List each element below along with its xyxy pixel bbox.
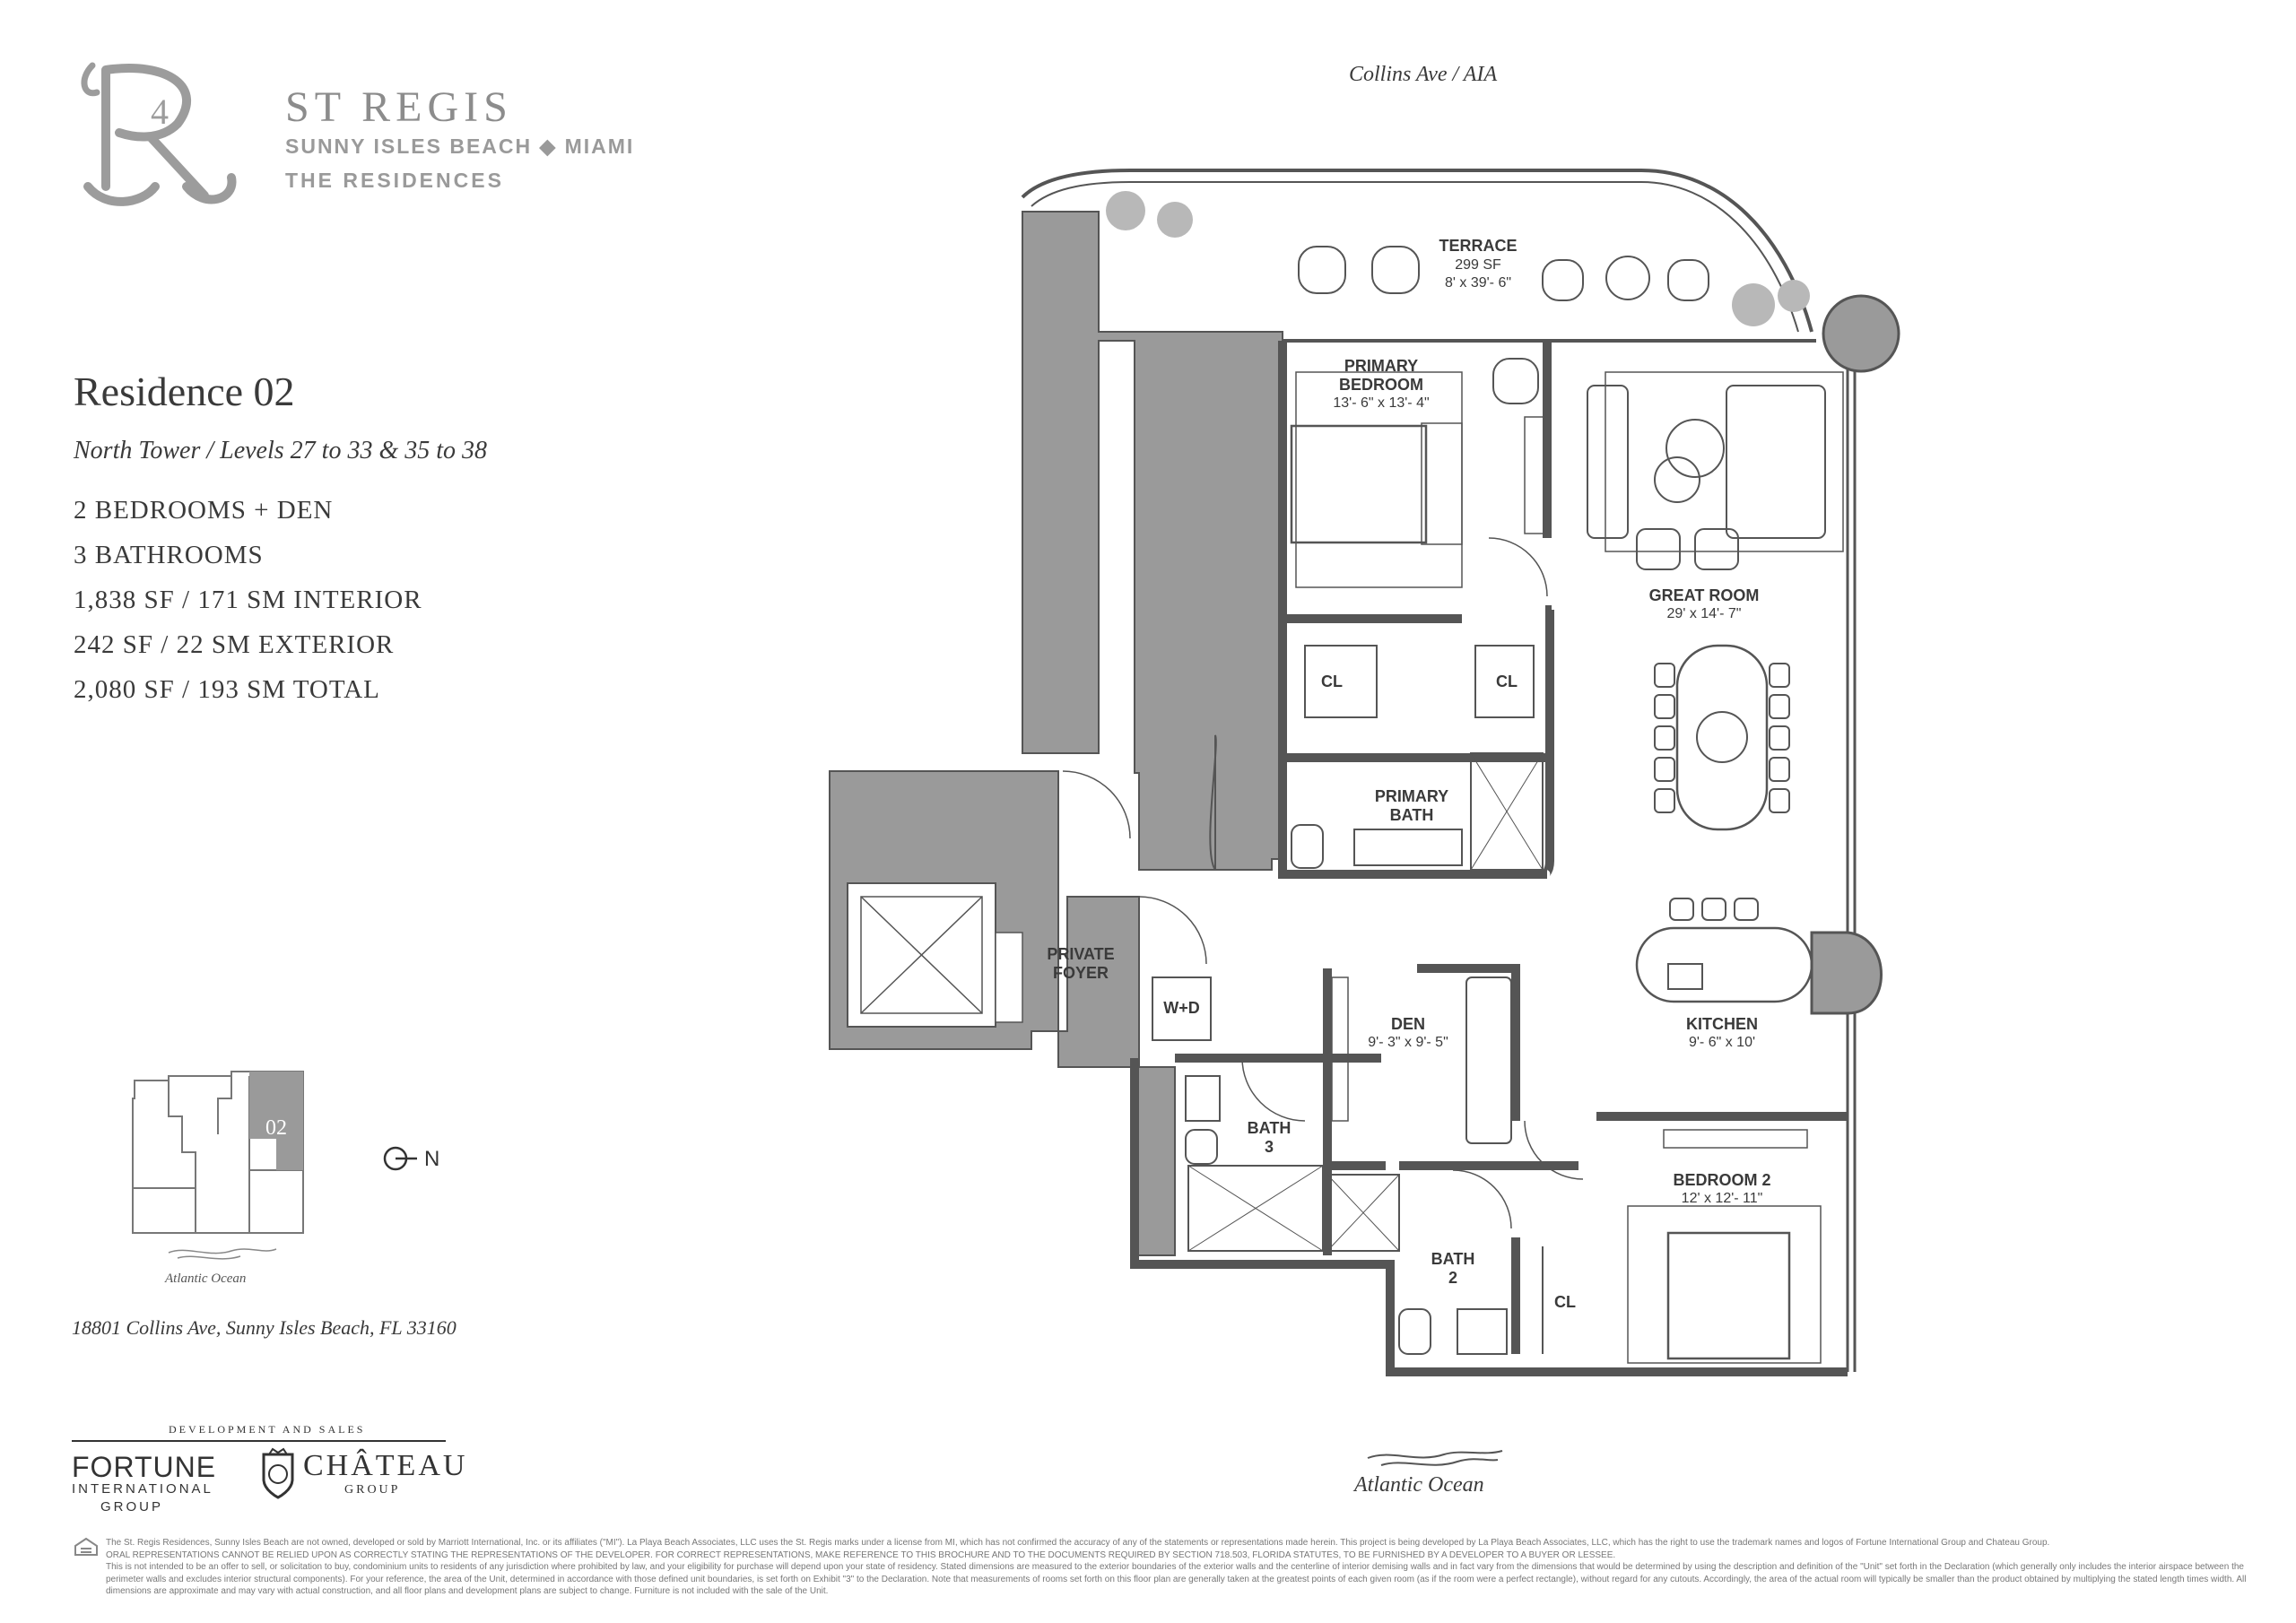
washer-dryer-label: W+D [1163, 999, 1200, 1017]
fortune-group-text: GROUP [100, 1499, 164, 1515]
kitchen-dimensions: 9'- 6" x 10' [1688, 1035, 1756, 1050]
bath-2-label-2: 2 [1448, 1269, 1457, 1287]
disclaimer-line-1: The St. Regis Residences, Sunny Isles Be… [106, 1538, 2050, 1548]
north-label: N [424, 1147, 439, 1171]
primary-bath-label-1: PRIMARY [1374, 787, 1449, 805]
fortune-logo-text: FORTUNE [72, 1451, 217, 1483]
spec-exterior: 242 SF / 22 SM EXTERIOR [74, 630, 395, 659]
legal-disclaimer: The St. Regis Residences, Sunny Isles Be… [106, 1537, 2276, 1598]
svg-text:4: 4 [151, 91, 169, 132]
brand-location: SUNNY ISLES BEACH ◆ MIAMI [285, 135, 635, 158]
den-label: DEN [1390, 1015, 1425, 1033]
great-room-label: GREAT ROOM [1648, 586, 1760, 604]
st-regis-monogram-logo: 4 [81, 62, 237, 206]
bedroom-2-label: BEDROOM 2 [1673, 1171, 1771, 1189]
chateau-sub-text: GROUP [344, 1483, 401, 1497]
floor-plan [829, 169, 1900, 1376]
key-plan-unit-label: 02 [265, 1116, 287, 1140]
ocean-label: Atlantic Ocean [1354, 1473, 1484, 1497]
residence-title: Residence 02 [74, 369, 295, 414]
kitchen-label: KITCHEN [1686, 1015, 1758, 1033]
spec-bedrooms: 2 BEDROOMS + DEN [74, 496, 334, 525]
private-foyer-label-2: FOYER [1052, 964, 1109, 982]
brand-subtitle: THE RESIDENCES [285, 169, 504, 192]
bath-3-label-1: BATH [1247, 1119, 1292, 1137]
developer-label: DEVELOPMENT AND SALES [169, 1423, 366, 1436]
terrace-label: TERRACE [1439, 237, 1518, 255]
chateau-crest-icon [262, 1447, 294, 1499]
terrace-area: 299 SF [1455, 257, 1501, 273]
key-plan: 02 [132, 1071, 304, 1260]
disclaimer-line-3: This is not intended to be an offer to s… [106, 1562, 2247, 1596]
closet-label-2: CL [1496, 673, 1518, 690]
primary-bedroom-label-2: BEDROOM [1339, 376, 1423, 394]
north-arrow-icon: N [383, 1146, 439, 1171]
primary-bath-label-2: BATH [1389, 806, 1434, 824]
great-room-dimensions: 29' x 14'- 7" [1666, 606, 1742, 621]
spec-interior: 1,838 SF / 171 SM INTERIOR [74, 586, 422, 614]
terrace-dimensions: 8' x 39'- 6" [1444, 275, 1512, 291]
closet-label-1: CL [1321, 673, 1343, 690]
fortune-sub-text: INTERNATIONAL [72, 1481, 213, 1497]
residence-tower: North Tower / Levels 27 to 33 & 35 to 38 [74, 437, 488, 464]
ocean-waves-icon [1367, 1450, 1503, 1466]
primary-bedroom-label-1: PRIMARY [1344, 357, 1419, 375]
street-label: Collins Ave / AIA [1349, 63, 1498, 86]
private-foyer-label-1: PRIVATE [1047, 945, 1115, 963]
spec-bathrooms: 3 BATHROOMS [74, 541, 264, 569]
equal-housing-icon [74, 1537, 98, 1556]
bedroom-2-dimensions: 12' x 12'- 11" [1681, 1191, 1763, 1206]
closet-label-3: CL [1554, 1293, 1576, 1311]
bath-2-label-1: BATH [1431, 1250, 1475, 1268]
address: 18801 Collins Ave, Sunny Isles Beach, FL… [72, 1316, 457, 1339]
spec-total: 2,080 SF / 193 SM TOTAL [74, 675, 380, 704]
den-dimensions: 9'- 3" x 9'- 5" [1368, 1035, 1448, 1050]
disclaimer-line-2: ORAL REPRESENTATIONS CANNOT BE RELIED UP… [106, 1549, 1616, 1560]
key-plan-ocean-label: Atlantic Ocean [165, 1271, 247, 1286]
developer-divider [72, 1440, 446, 1442]
chateau-logo-text: CHÂTEAU [303, 1449, 468, 1482]
brand-name: ST REGIS [285, 83, 513, 131]
primary-bedroom-dimensions: 13'- 6" x 13'- 4" [1333, 395, 1430, 411]
bath-3-label-2: 3 [1264, 1138, 1274, 1156]
